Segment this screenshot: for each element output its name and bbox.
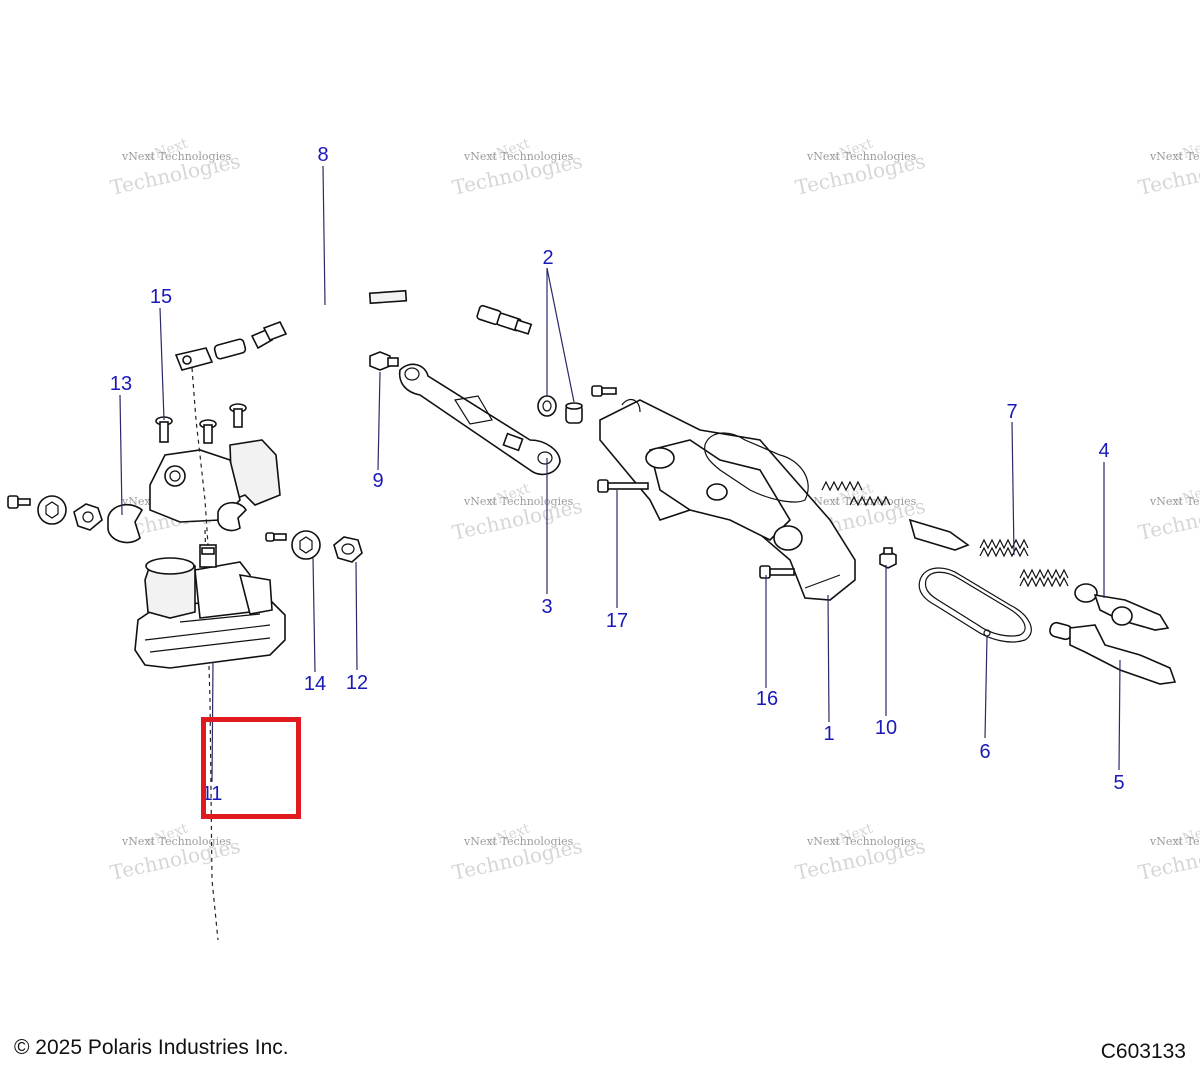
watermark: vNext vNext Technologies Technologies <box>1136 135 1200 199</box>
part-17-bolt[interactable] <box>597 479 649 493</box>
watermark: vNext vNext Technologies Technologies <box>793 135 927 199</box>
part-screw-top[interactable] <box>591 385 617 397</box>
svg-text:vNext Technologies: vNext Technologies <box>463 150 574 163</box>
callout-3[interactable]: 3 <box>541 596 552 618</box>
part-2-washer-bushing[interactable] <box>537 395 583 424</box>
part-4-shift-fork[interactable] <box>1074 583 1170 631</box>
svg-text:vNext Technologies: vNext Technologies <box>1149 835 1200 848</box>
svg-text:vNext Technologies: vNext Technologies <box>806 495 917 508</box>
svg-text:vNext Technologies: vNext Technologies <box>806 835 917 848</box>
part-5-shift-fork[interactable] <box>1049 621 1177 685</box>
part-8-shift-cable[interactable] <box>174 289 533 371</box>
callout-10[interactable]: 10 <box>875 717 897 739</box>
part-14-washer[interactable] <box>265 530 321 560</box>
watermark: vNext vNext Technologies Technologies <box>1136 820 1200 884</box>
svg-text:vNext Technologies: vNext Technologies <box>463 835 574 848</box>
watermark: vNext vNext Technologies Technologies <box>1136 480 1200 544</box>
part-16-bolt[interactable] <box>759 565 795 579</box>
callout-1[interactable]: 1 <box>823 723 834 745</box>
callout-9[interactable]: 9 <box>372 470 383 492</box>
part-9-bolt[interactable] <box>369 351 399 371</box>
callout-labels: 1 2 3 4 5 6 7 8 9 10 11 12 13 14 15 16 1… <box>110 144 1125 805</box>
part-13-bracket[interactable] <box>107 439 281 544</box>
highlight-box-callout-11 <box>201 717 301 819</box>
watermark: vNext vNext Technologies Technologies <box>450 820 584 884</box>
watermark: vNext vNext Technologies Technologies <box>793 820 927 884</box>
svg-text:vNext Technologies: vNext Technologies <box>463 495 574 508</box>
callout-2[interactable]: 2 <box>542 247 553 269</box>
callout-12[interactable]: 12 <box>346 672 368 694</box>
leader-lines <box>119 165 1121 783</box>
part-15-screws[interactable] <box>155 403 247 444</box>
callout-11[interactable]: 11 <box>202 783 223 805</box>
svg-text:vNext Technologies: vNext Technologies <box>121 150 232 163</box>
part-12-nut[interactable] <box>333 536 363 563</box>
copyright-text: © 2025 Polaris Industries Inc. <box>14 1036 289 1059</box>
watermark: vNext vNext Technologies Technologies <box>450 480 584 544</box>
callout-15[interactable]: 15 <box>150 286 172 308</box>
part-10-plug[interactable] <box>879 547 897 569</box>
diagram-code: C603133 <box>1100 1040 1186 1063</box>
callout-4[interactable]: 4 <box>1098 440 1109 462</box>
callout-13[interactable]: 13 <box>110 373 132 395</box>
part-bolt-left[interactable] <box>7 495 103 531</box>
svg-text:vNext Technologies: vNext Technologies <box>1149 495 1200 508</box>
part-11-shift-actuator[interactable] <box>134 544 286 669</box>
part-6-gasket[interactable] <box>918 567 1032 643</box>
part-gasket-upper[interactable] <box>704 432 809 503</box>
callout-17[interactable]: 17 <box>606 610 628 632</box>
callout-8[interactable]: 8 <box>317 144 328 166</box>
part-3-shift-link[interactable] <box>398 363 561 476</box>
callout-5[interactable]: 5 <box>1113 772 1124 794</box>
watermark: vNext vNext Technologies Technologies <box>108 820 242 884</box>
watermark: vNext vNext Technologies Technologies <box>108 135 242 199</box>
callout-6[interactable]: 6 <box>979 741 990 763</box>
callout-7[interactable]: 7 <box>1006 401 1017 423</box>
svg-text:vNext Technologies: vNext Technologies <box>806 150 917 163</box>
part-7-springs[interactable] <box>821 480 1069 588</box>
callout-16[interactable]: 16 <box>756 688 778 710</box>
callout-14[interactable]: 14 <box>304 673 326 695</box>
svg-text:vNext Technologies: vNext Technologies <box>121 835 232 848</box>
watermark: vNext vNext Technologies Technologies <box>450 135 584 199</box>
alignment-line <box>191 367 209 546</box>
svg-text:vNext Technologies: vNext Technologies <box>1149 150 1200 163</box>
